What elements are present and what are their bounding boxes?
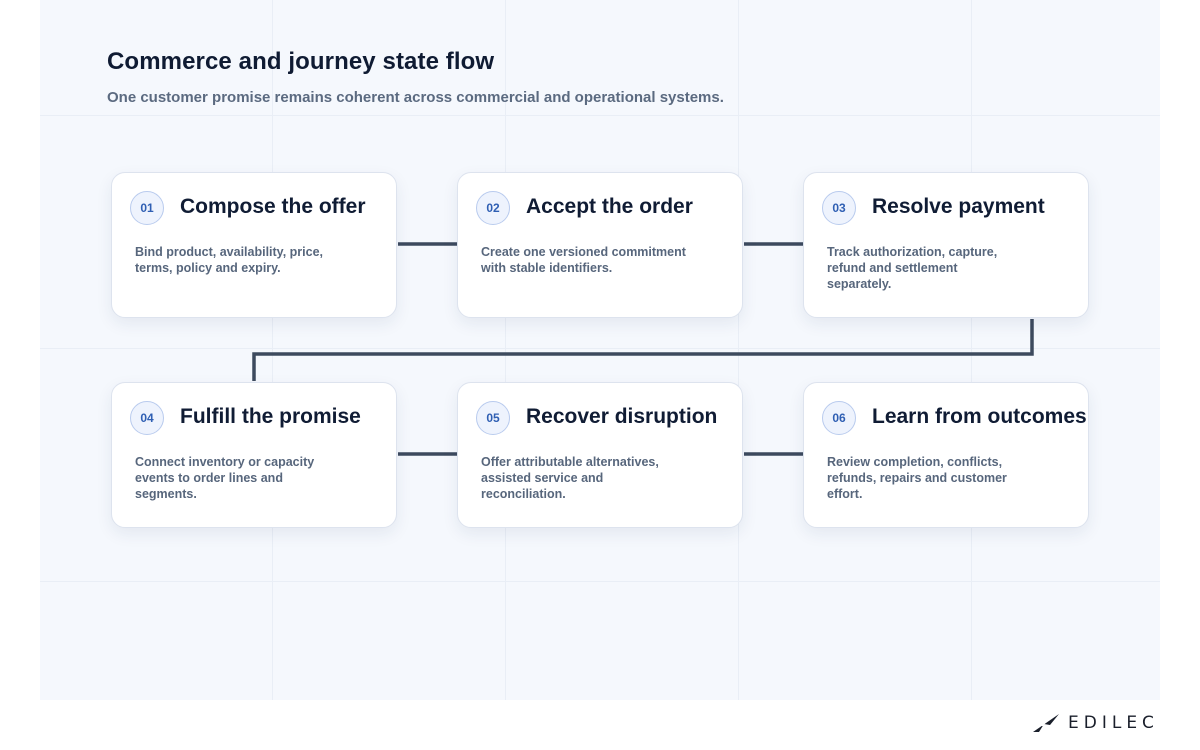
brand-mark-icon (1033, 714, 1059, 732)
step-description: Review completion, conflicts, refunds, r… (827, 455, 1007, 501)
step-description: Create one versioned commitment with sta… (481, 245, 686, 275)
step-card-resolve-payment: 03 Resolve payment Track authorization, … (803, 172, 1089, 318)
step-title: Accept the order (526, 195, 693, 218)
step-description: Offer attributable alternatives, assiste… (481, 455, 659, 501)
brand-wordmark: EDILEC (1068, 713, 1159, 733)
step-description: Connect inventory or capacity events to … (135, 455, 315, 501)
step-number-badge: 04 (130, 401, 164, 435)
step-description: Track authorization, capture, refund and… (827, 245, 998, 291)
step-number-badge: 01 (130, 191, 164, 225)
brand-logo: EDILEC (1032, 711, 1159, 735)
step-card-fulfill-promise: 04 Fulfill the promise Connect inventory… (111, 382, 397, 528)
step-title: Resolve payment (872, 195, 1045, 218)
step-card-compose-offer: 01 Compose the offer Bind product, avail… (111, 172, 397, 318)
connector-03-04 (252, 319, 1034, 381)
step-card-recover-disruption: 05 Recover disruption Offer attributable… (457, 382, 743, 528)
step-title: Recover disruption (526, 405, 718, 428)
step-number-badge: 05 (476, 401, 510, 435)
step-card-learn-outcomes: 06 Learn from outcomes Review completion… (803, 382, 1089, 528)
step-number-badge: 03 (822, 191, 856, 225)
step-card-accept-order: 02 Accept the order Create one versioned… (457, 172, 743, 318)
step-number-badge: 02 (476, 191, 510, 225)
page-title: Commerce and journey state flow (107, 48, 495, 75)
step-title: Compose the offer (180, 195, 366, 218)
page-subtitle: One customer promise remains coherent ac… (107, 89, 724, 106)
diagram-canvas (40, 0, 1160, 700)
step-number-badge: 06 (822, 401, 856, 435)
step-title: Learn from outcomes (872, 405, 1087, 428)
step-description: Bind product, availability, price, terms… (135, 245, 324, 275)
step-title: Fulfill the promise (180, 405, 361, 428)
